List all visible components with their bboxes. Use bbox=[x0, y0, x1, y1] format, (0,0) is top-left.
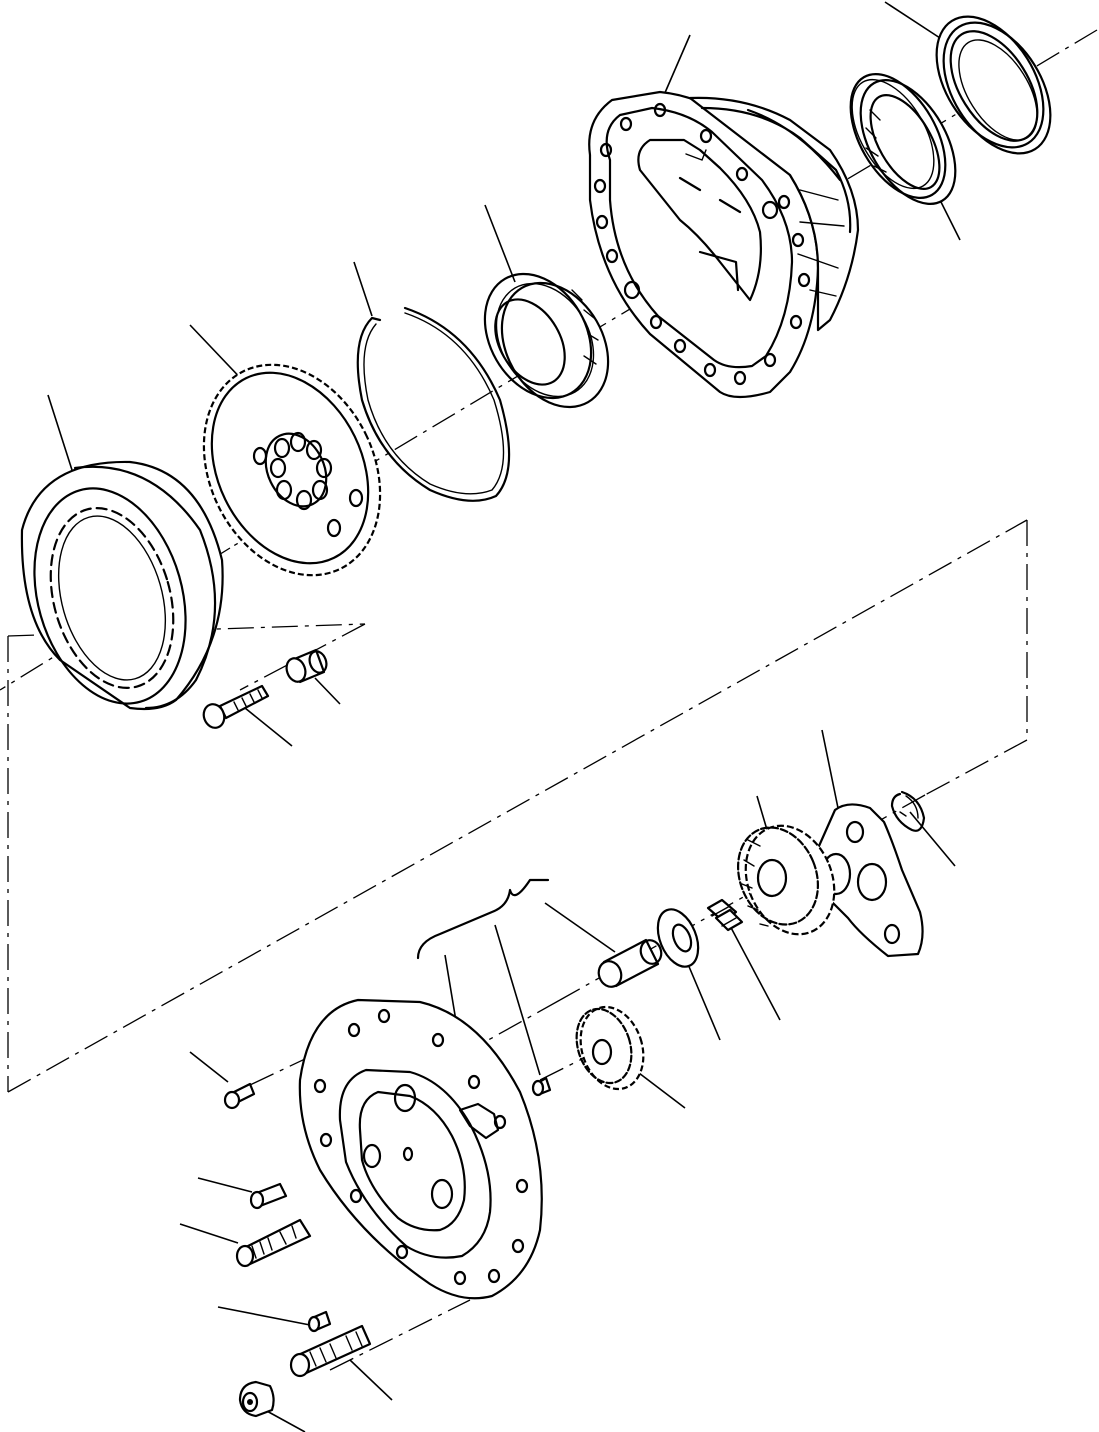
dowel-icon bbox=[249, 1182, 288, 1210]
leader-set-screw bbox=[217, 1306, 311, 1326]
stud-axis bbox=[329, 1299, 471, 1371]
taper-bearing-icon bbox=[849, 73, 957, 205]
snap-ring-icon bbox=[356, 306, 511, 502]
hub-housing-icon bbox=[588, 90, 860, 399]
boundary-right-link bbox=[924, 739, 1028, 796]
leader-stud-short bbox=[179, 1223, 239, 1244]
boundary-diagonal bbox=[7, 519, 1028, 1093]
leader-small-gear bbox=[634, 1069, 686, 1109]
leader-stud-long bbox=[349, 1359, 393, 1401]
bolt-icon bbox=[202, 684, 270, 729]
seal-ring-icon bbox=[935, 15, 1052, 155]
pin-icon bbox=[597, 938, 663, 988]
kit-brace bbox=[416, 878, 550, 960]
plate-icon bbox=[813, 803, 924, 958]
leader-hub-housing bbox=[663, 34, 691, 96]
boundary-link bbox=[239, 623, 366, 691]
leader-cap-screw bbox=[189, 1051, 229, 1083]
leader-dowel bbox=[197, 1177, 253, 1193]
spur-gear-icon bbox=[736, 824, 836, 936]
leader-circlip bbox=[909, 811, 956, 867]
leader-plate bbox=[821, 729, 839, 809]
gear-disc-icon bbox=[202, 363, 382, 577]
set-screw-icon bbox=[307, 1310, 332, 1333]
bushing-icon bbox=[285, 648, 328, 684]
taper-bearing-icon bbox=[483, 272, 610, 409]
leader-seal-ring bbox=[884, 1, 941, 39]
stud-icon bbox=[289, 1324, 372, 1378]
leader-ring-gear bbox=[47, 394, 73, 471]
leader-plug bbox=[494, 924, 541, 1076]
ring-gear-icon bbox=[20, 460, 224, 711]
leader-planet-pin bbox=[544, 902, 616, 953]
carrier-icon bbox=[298, 998, 543, 1300]
leader-bolt bbox=[244, 707, 293, 747]
plug-icon bbox=[531, 1076, 552, 1097]
screw-icon bbox=[223, 1082, 256, 1110]
washer-icon bbox=[656, 908, 700, 968]
leader-bushing bbox=[314, 677, 341, 705]
leader-lines bbox=[47, 1, 961, 1432]
circlip-icon bbox=[890, 790, 926, 832]
leader-bearing-inner bbox=[484, 204, 516, 283]
spur-gear-icon bbox=[575, 1005, 645, 1091]
screw-axis bbox=[249, 1039, 346, 1086]
nut-icon bbox=[238, 1380, 275, 1418]
needle-roller-icon bbox=[706, 898, 744, 932]
leader-nut bbox=[264, 1409, 306, 1432]
stud-icon bbox=[235, 1218, 312, 1268]
leader-snap-ring bbox=[353, 261, 373, 317]
leader-needle-rollers bbox=[727, 921, 781, 1021]
